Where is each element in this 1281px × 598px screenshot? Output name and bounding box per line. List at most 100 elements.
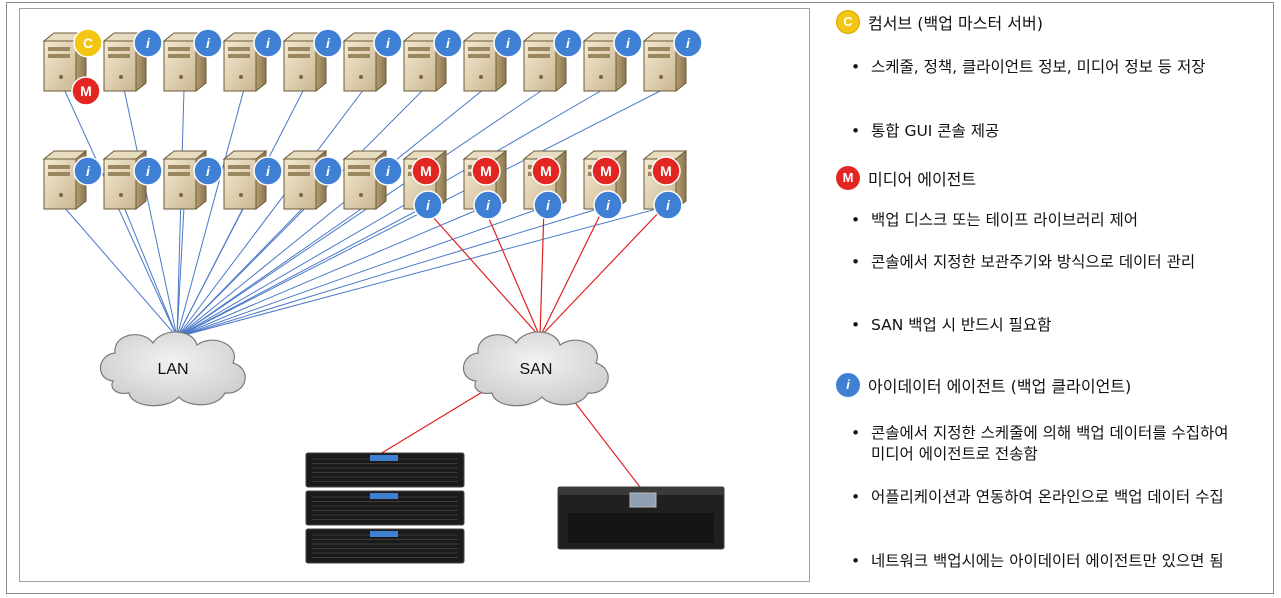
lan-link — [176, 206, 425, 338]
media-badge-icon: M — [591, 156, 621, 186]
badge-circle — [653, 190, 683, 220]
info-badge-icon: i — [133, 28, 163, 58]
cloud-shape — [99, 331, 246, 407]
server-led — [359, 193, 363, 197]
legend-idata-title: i 아이데이터 에이전트 (백업 클라이언트) — [836, 373, 1131, 397]
badge-letter: i — [626, 35, 631, 51]
server-bay — [228, 165, 250, 169]
server-bay — [348, 165, 370, 169]
lan-link — [176, 88, 545, 338]
badge-letter: i — [206, 163, 211, 179]
server-led — [239, 193, 243, 197]
legend-media-title: M 미디어 에이전트 — [836, 166, 976, 190]
badge-circle — [593, 190, 623, 220]
server-led — [479, 75, 483, 79]
server-led — [179, 75, 183, 79]
info-badge-icon: i — [653, 190, 683, 220]
legend-bullet: 스케줄, 정책, 클라이언트 정보, 미디어 정보 등 저장 — [851, 57, 1246, 78]
disk-chassis — [305, 452, 465, 488]
server-bay — [288, 47, 310, 51]
server-bay — [228, 47, 250, 51]
lan-link — [176, 206, 245, 338]
server-bay — [48, 47, 70, 51]
badge-letter: i — [486, 197, 491, 213]
badge-circle — [373, 28, 403, 58]
legend-bullet: 어플리케이션과 연동하여 온라인으로 백업 데이터 수집 — [851, 487, 1246, 508]
server-bay — [108, 54, 130, 58]
server-bay — [648, 47, 670, 51]
server-bay — [468, 54, 490, 58]
lan-link — [176, 88, 365, 338]
badge-letter: i — [146, 35, 151, 51]
server-bay — [588, 54, 610, 58]
disk-chassis — [305, 490, 465, 526]
badge-letter: i — [266, 163, 271, 179]
lan-link — [63, 206, 178, 338]
badge-circle — [73, 156, 103, 186]
server-bay — [468, 47, 490, 51]
badge-letter: M — [540, 163, 552, 179]
info-badge-icon: i — [433, 28, 463, 58]
server-bay — [228, 54, 250, 58]
bullet-text: 어플리케이션과 연동하여 온라인으로 백업 데이터 수집 — [871, 488, 1224, 506]
badge-letter: M — [480, 163, 492, 179]
badge-circle — [133, 156, 163, 186]
info-badge-icon: i — [313, 28, 343, 58]
server-bay — [168, 172, 190, 176]
info-badge-icon: i — [673, 28, 703, 58]
legend-bullet: 통합 GUI 콘솔 제공 — [851, 121, 1246, 142]
disk-label — [370, 493, 398, 499]
badge-letter: M — [660, 163, 672, 179]
cloud-label: LAN — [157, 361, 188, 378]
server-bay — [228, 172, 250, 176]
badge-circle — [433, 28, 463, 58]
badge-circle — [193, 28, 223, 58]
badge-circle — [313, 28, 343, 58]
san-link — [423, 206, 541, 338]
server-bay — [108, 172, 130, 176]
legend-master-label: 컴서브 (백업 마스터 서버) — [868, 14, 1043, 33]
badge-letter: i — [426, 197, 431, 213]
info-badge-icon: i — [373, 28, 403, 58]
bullet-text: 네트워크 백업시에는 아이데이터 에이전트만 있으면 됨 — [871, 552, 1224, 570]
lan-link — [176, 88, 185, 338]
disk-chassis — [305, 528, 465, 564]
server-led — [299, 75, 303, 79]
badge-letter: i — [146, 163, 151, 179]
badge-letter: M — [600, 163, 612, 179]
server-bay — [408, 47, 430, 51]
legend-bullet: 콘솔에서 지정한 스케줄에 의해 백업 데이터를 수집하여 미디어 에이전트로 … — [851, 423, 1246, 465]
info-badge-icon: i — [836, 373, 860, 397]
cloud-label: SAN — [520, 361, 553, 378]
tape-top-bar — [558, 487, 724, 495]
badge-circle — [253, 28, 283, 58]
server-led — [299, 193, 303, 197]
info-badge-icon: i — [313, 156, 343, 186]
lan-link — [176, 88, 245, 338]
server-bay — [528, 47, 550, 51]
san-link — [539, 206, 545, 338]
badge-letter: C — [83, 35, 93, 51]
server-bay — [648, 54, 670, 58]
lan-link — [176, 206, 485, 338]
info-badge-icon: i — [413, 190, 443, 220]
lan-link — [176, 206, 665, 338]
server-bay — [528, 54, 550, 58]
badge-letter: i — [386, 163, 391, 179]
server-bay — [48, 172, 70, 176]
server-icon — [162, 31, 208, 93]
info-badge-icon: i — [593, 190, 623, 220]
badge-letter: i — [446, 35, 451, 51]
server-led — [179, 193, 183, 197]
server-bay — [48, 165, 70, 169]
info-badge-icon: i — [493, 28, 523, 58]
badge-letter: i — [326, 163, 331, 179]
server-bay — [288, 172, 310, 176]
lan-link — [176, 206, 185, 338]
server-led — [359, 75, 363, 79]
info-badge-icon: i — [613, 28, 643, 58]
media-badge-icon: M — [836, 166, 860, 190]
